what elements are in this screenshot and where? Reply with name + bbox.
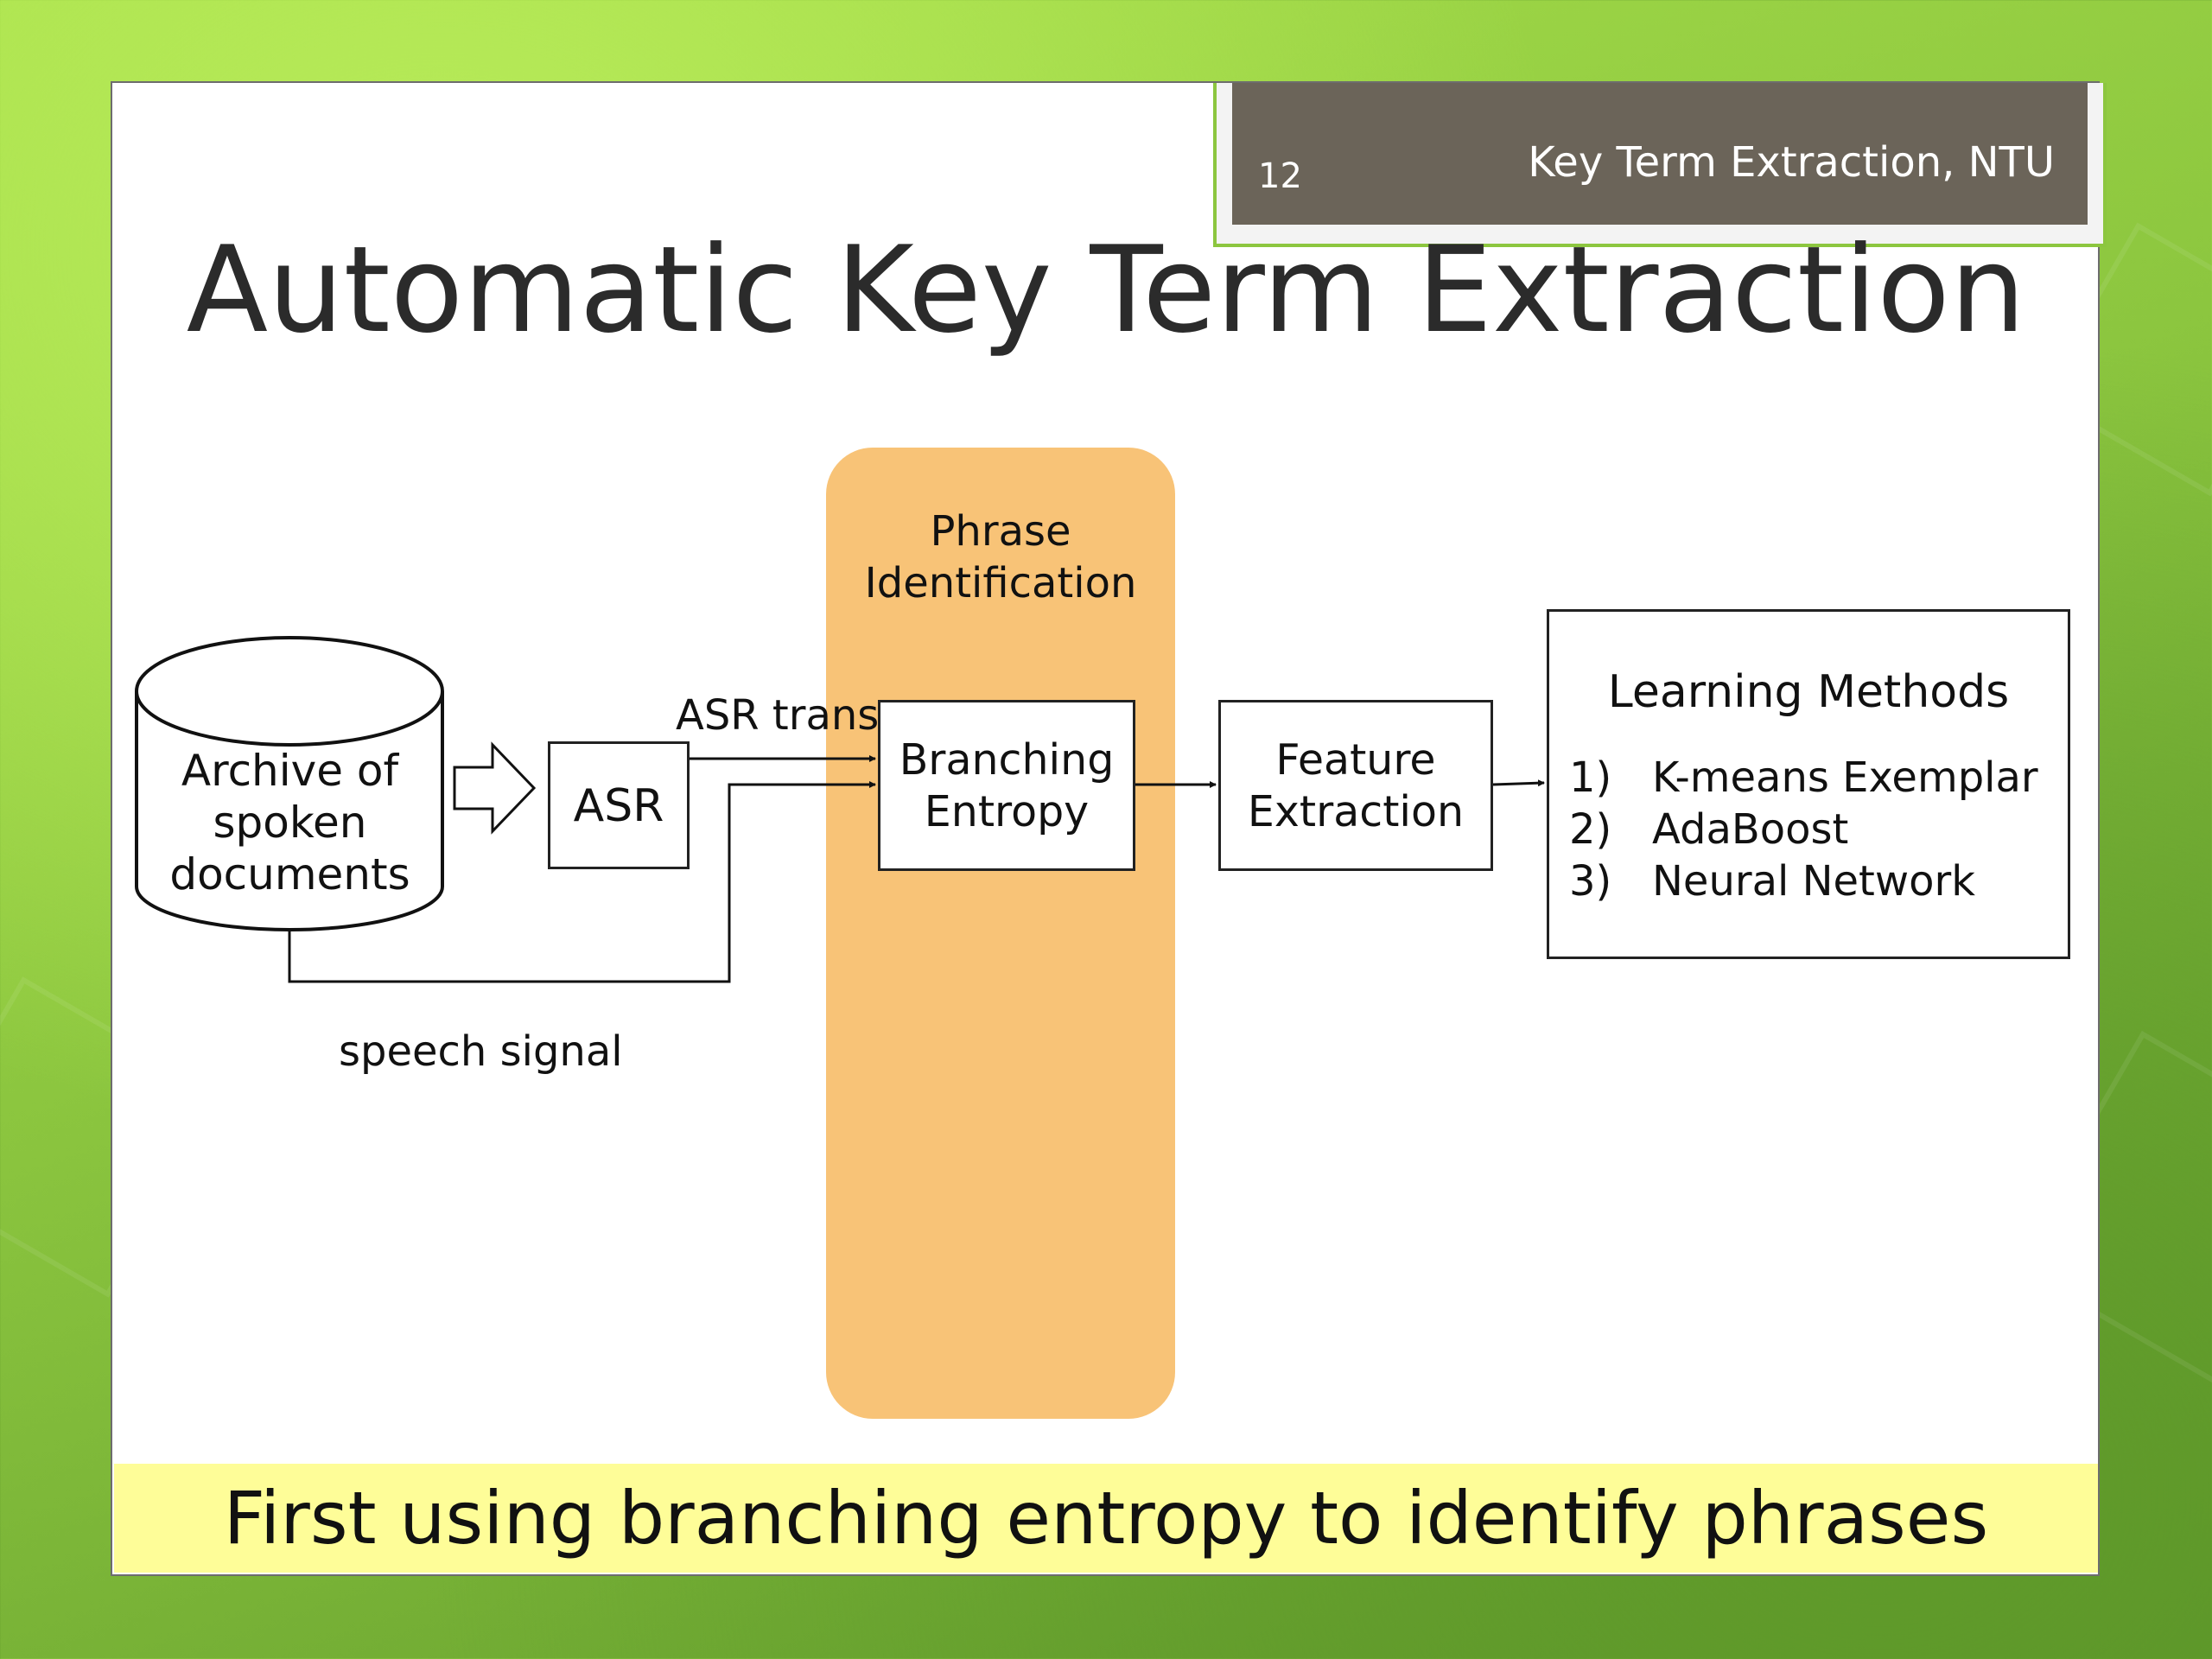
learning-methods-title: Learning Methods (1607, 666, 2010, 718)
archive-label-line: spoken (213, 798, 367, 848)
learning-method-item: 1) K-means Exemplar (1569, 753, 2038, 802)
branching-entropy-line: Branching (899, 735, 1115, 785)
learning-methods-box (1547, 609, 2070, 959)
learning-method-item: 2) AdaBoost (1569, 805, 1848, 854)
feature-extraction-label: Feature Extraction (1218, 734, 1493, 838)
learning-method-number: 1) (1569, 753, 1612, 802)
phrase-identification-line: Identification (864, 559, 1137, 607)
feature-extraction-box (1218, 700, 1493, 871)
speech-signal-arrow (288, 781, 876, 983)
learning-method-number: 2) (1569, 805, 1612, 854)
hollow-arrow-icon (453, 741, 537, 835)
feature-extraction-line: Feature (1275, 735, 1436, 785)
learning-method-label: AdaBoost (1652, 805, 1849, 854)
branching-entropy-box (878, 700, 1135, 871)
asr-label: ASR (573, 780, 664, 832)
learning-method-label: K-means Exemplar (1652, 753, 2038, 802)
header-title: Key Term Extraction, NTU (1528, 138, 2055, 187)
header-frame: 12 Key Term Extraction, NTU (1213, 83, 2107, 247)
speech-signal-label: speech signal (339, 1027, 623, 1076)
slide-title: Automatic Key Term Extraction (186, 220, 2026, 359)
learning-method-label: Neural Network (1652, 857, 1976, 906)
feature-to-learning-arrow (1492, 779, 1545, 787)
archive-label-line: Archive of (181, 746, 399, 796)
archive-label: Archive of spoken documents (137, 745, 443, 900)
phrase-identification-line: Phrase (930, 507, 1071, 556)
asr-box (548, 741, 690, 869)
phrase-identification-band (826, 448, 1175, 1419)
archive-cylinder (135, 636, 444, 931)
branching-entropy-label: Branching Entropy (878, 734, 1135, 838)
slide-number: 12 (1258, 156, 1302, 196)
header-bar: 12 Key Term Extraction, NTU (1232, 83, 2088, 225)
feature-extraction-line: Extraction (1247, 787, 1465, 836)
learning-method-item: 3) Neural Network (1569, 857, 1975, 906)
branching-entropy-line: Entropy (924, 787, 1090, 836)
phrase-identification-label: Phrase Identification (826, 505, 1175, 609)
footer-caption: First using branching entropy to identif… (114, 1464, 2098, 1573)
archive-label-line: documents (169, 849, 410, 899)
learning-method-number: 3) (1569, 857, 1612, 906)
asr-trans-label: ASR trans (676, 691, 880, 740)
